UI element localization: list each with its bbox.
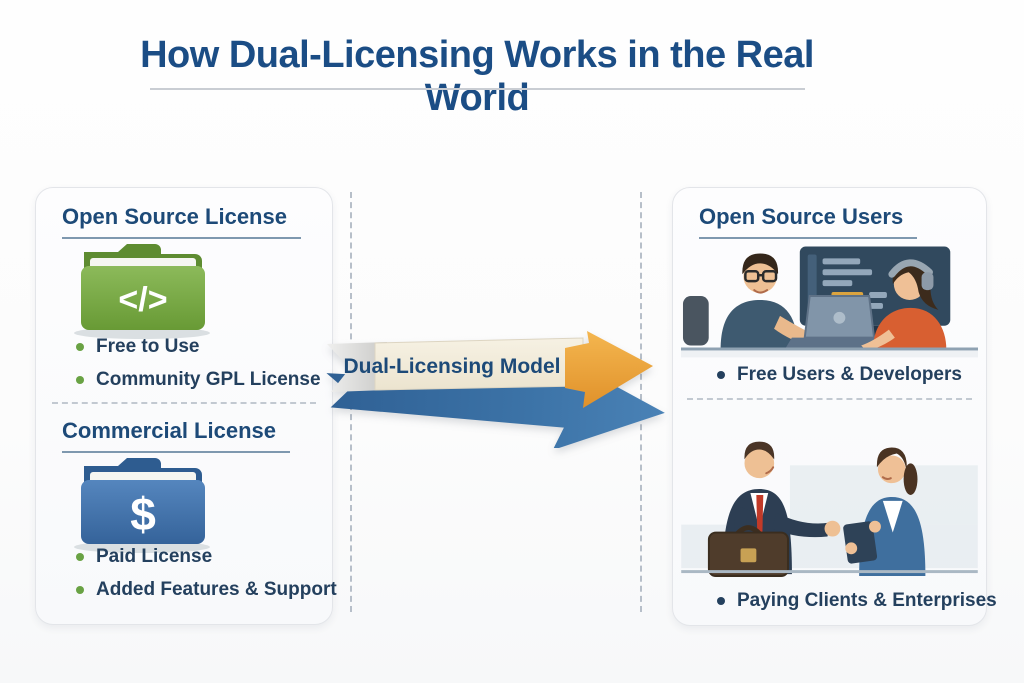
- list-item: Paid License: [76, 546, 212, 568]
- bullet-icon: [717, 371, 725, 379]
- licenses-panel: Open Source License </> Free to Use Comm…: [35, 187, 337, 625]
- arrow-label: Dual-Licensing Model: [343, 355, 561, 378]
- desk-edge: [681, 347, 978, 351]
- briefcase-icon: [707, 525, 789, 578]
- business-meeting-illustration: [681, 441, 978, 578]
- banner-tail: [327, 342, 387, 392]
- list-item: Added Features & Support: [76, 579, 337, 601]
- section-divider: [687, 398, 972, 400]
- bullet-icon: [76, 343, 84, 351]
- chair: [682, 296, 709, 346]
- desk-front: [681, 350, 978, 358]
- bullet-icon: [76, 376, 84, 384]
- page-title: How Dual-Licensing Works in the Real Wor…: [140, 34, 814, 119]
- list-item: Paying Clients & Enterprises: [717, 590, 997, 612]
- laptop-icon: [785, 295, 889, 348]
- section-divider: [52, 402, 316, 404]
- commercial-license-heading: Commercial License: [62, 418, 290, 453]
- ribbon-arrow-graphic: [326, 331, 665, 448]
- orange-arrow: [565, 331, 653, 408]
- list-item: Community GPL License: [76, 369, 321, 391]
- code-folder-icon: </>: [74, 244, 210, 339]
- code-glyph: </>: [118, 281, 167, 319]
- ground-line: [681, 570, 978, 574]
- bullet-label: Added Features & Support: [96, 579, 337, 600]
- users-panel: Open Source Users: [672, 187, 997, 626]
- dollar-glyph: $: [130, 488, 156, 540]
- bullet-icon: [76, 553, 84, 561]
- bullet-label: Community GPL License: [96, 369, 321, 390]
- open-source-license-heading: Open Source License: [62, 204, 301, 239]
- bullet-label: Paying Clients & Enterprises: [737, 590, 997, 611]
- bullet-icon: [717, 597, 725, 605]
- list-item: Free to Use: [76, 336, 199, 358]
- bullet-label: Paid License: [96, 546, 213, 567]
- bullet-icon: [76, 586, 84, 594]
- bullet-label: Free Users & Developers: [737, 364, 962, 385]
- title-underline: [150, 88, 805, 90]
- developers-illustration: [681, 246, 978, 358]
- dual-licensing-arrow: [315, 330, 670, 448]
- bullet-label: Free to Use: [96, 336, 200, 357]
- businesswoman: [843, 447, 926, 577]
- developer-woman: [861, 259, 947, 352]
- dollar-folder-icon: $: [74, 458, 210, 553]
- list-item: Free Users & Developers: [717, 364, 962, 386]
- open-source-users-heading: Open Source Users: [699, 204, 918, 239]
